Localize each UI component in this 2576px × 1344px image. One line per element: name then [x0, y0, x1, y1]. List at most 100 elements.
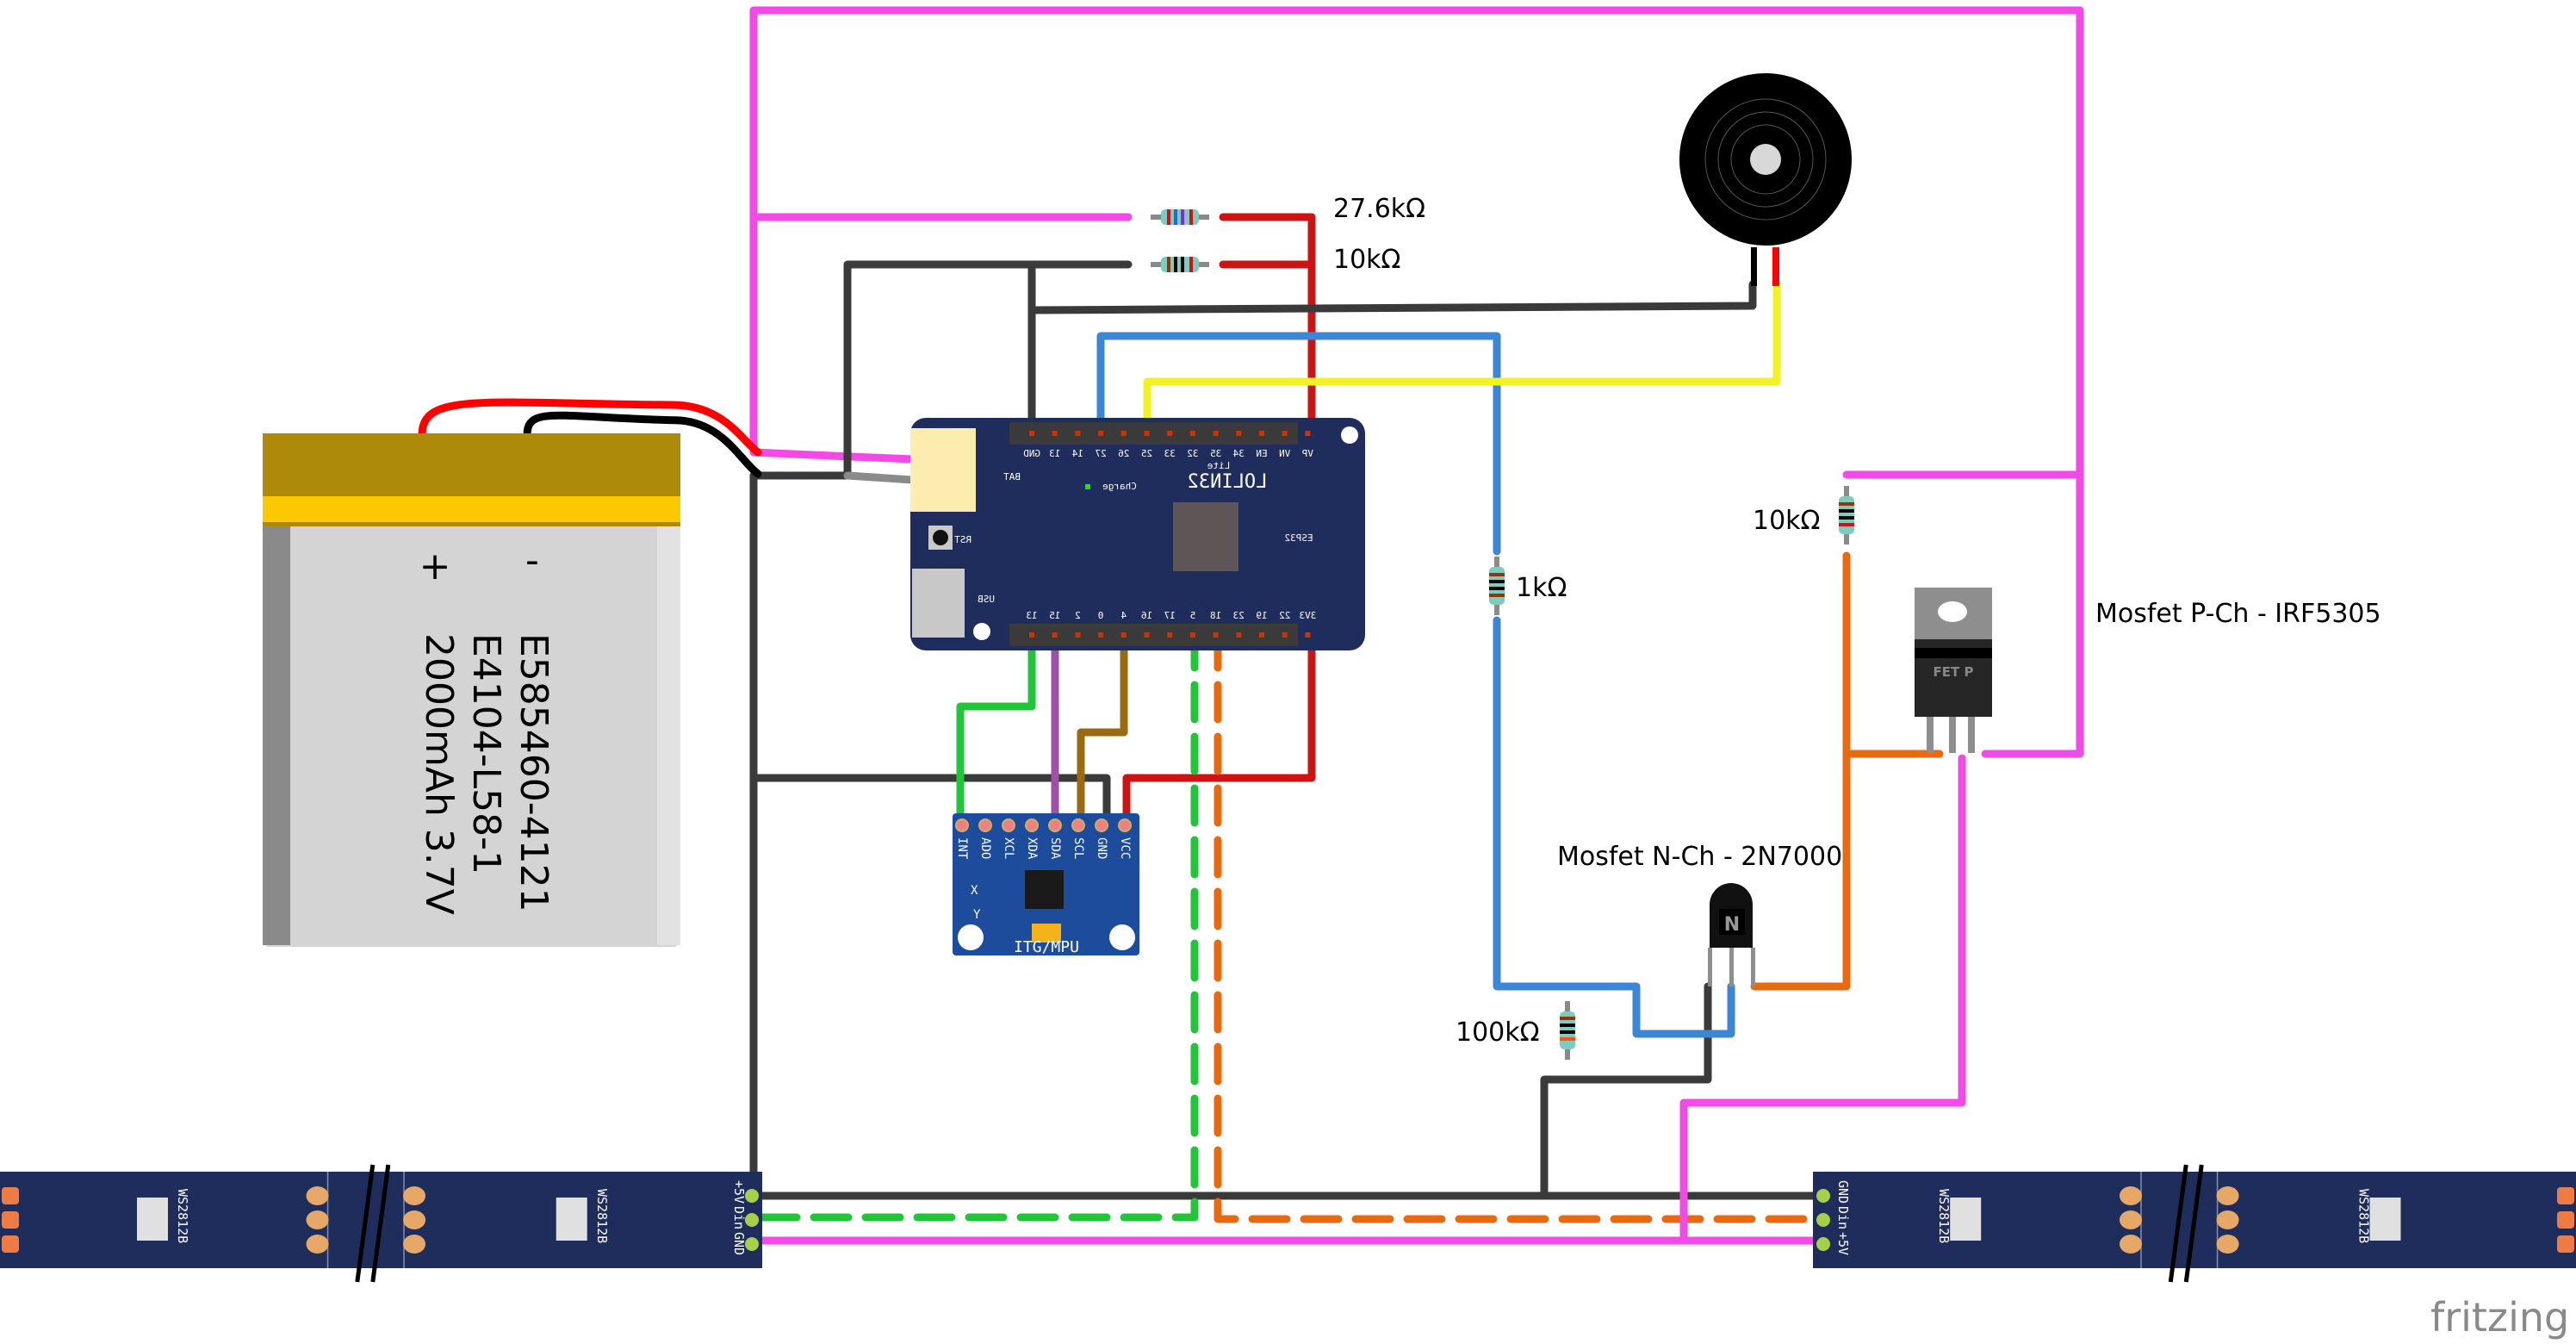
mpu-pin[interactable] — [1002, 818, 1015, 832]
esp32-top-pin[interactable] — [1259, 431, 1264, 436]
strip-connector-pin[interactable] — [745, 1189, 759, 1203]
rst-label: RST — [954, 534, 971, 545]
solder-pad — [2119, 1235, 2142, 1254]
resistor-10k-top[interactable] — [1151, 257, 1209, 272]
esp32-top-pin-label: 25 — [1141, 448, 1152, 459]
piezo-buzzer[interactable] — [1648, 73, 1882, 286]
esp32-top-pin-label: 27 — [1095, 448, 1106, 459]
strip-connector-pin[interactable] — [1816, 1189, 1830, 1203]
mpu-pin[interactable] — [955, 818, 969, 832]
mpu-pin[interactable] — [1095, 818, 1108, 832]
resistor-10k-pmos[interactable] — [1839, 486, 1854, 544]
strip-end-pad[interactable] — [2, 1211, 19, 1229]
esp32-bottom-pin[interactable] — [1029, 632, 1034, 638]
strip-connector-pin[interactable] — [1816, 1213, 1830, 1227]
wire-yellow-gpio25[interactable] — [1143, 280, 1781, 431]
mpu-pin[interactable] — [1048, 818, 1062, 832]
led-chip-label: WS2812B — [2356, 1189, 2372, 1243]
esp32-bottom-pin[interactable] — [1098, 632, 1104, 638]
esp32-bottom-pin[interactable] — [1120, 632, 1127, 638]
wire-brown-scl[interactable] — [1077, 629, 1128, 827]
esp32-top-pin[interactable] — [1167, 431, 1173, 436]
strip-pin-label: GND — [1835, 1180, 1851, 1204]
esp32-top-pin[interactable] — [1144, 431, 1150, 436]
strip-end-pad[interactable] — [2557, 1187, 2574, 1204]
mosfet-n-2n7000[interactable]: N — [1708, 883, 1755, 986]
esp32-top-pin[interactable] — [1189, 431, 1195, 436]
esp32-bottom-pin[interactable] — [1167, 632, 1173, 638]
esp32-top-pin[interactable] — [1282, 431, 1288, 436]
esp32-top-pin[interactable] — [1052, 431, 1058, 436]
esp32-bottom-pin[interactable] — [1259, 632, 1264, 638]
esp32-bottom-pin-label: 3V3 — [1299, 610, 1316, 621]
mpu-pin[interactable] — [1071, 818, 1085, 832]
fritzing-watermark: fritzing — [2430, 1294, 2569, 1341]
esp32-top-pin[interactable] — [1120, 431, 1127, 436]
label-mosfet-p: Mosfet P-Ch - IRF5305 — [2095, 599, 2381, 629]
mpu-pin[interactable] — [978, 818, 992, 832]
esp32-top-pin[interactable] — [1029, 431, 1034, 436]
esp32-bottom-pin-label: 17 — [1164, 610, 1176, 621]
wire-orange-pmos-gate[interactable] — [1750, 551, 1851, 991]
mosfet-p-irf5305[interactable]: FET P — [1915, 588, 1992, 753]
wire-blue-gate[interactable] — [1493, 616, 1735, 1038]
resistor-1k[interactable] — [1489, 557, 1505, 615]
esp32-top-pin-label: 13 — [1049, 448, 1060, 459]
esp32-bottom-pin[interactable] — [1213, 632, 1219, 638]
battery-plus-label: + — [419, 544, 451, 588]
wire-red-divider[interactable] — [1219, 213, 1316, 431]
strip-connector-pin[interactable] — [745, 1237, 759, 1251]
wire-green-gpio5-strip[interactable] — [749, 629, 1199, 1222]
esp32-bottom-pin[interactable] — [1282, 632, 1288, 638]
wire-orange-gpio18-strip[interactable] — [1214, 629, 1826, 1223]
strip-end-pad[interactable] — [2, 1187, 19, 1204]
wire-blue-gpio27[interactable] — [1096, 332, 1501, 556]
esp32-bottom-pin[interactable] — [1075, 632, 1081, 638]
mpu-pin[interactable] — [1025, 818, 1039, 832]
esp32-top-pin[interactable] — [1305, 431, 1311, 436]
esp32-bottom-pin[interactable] — [1144, 632, 1150, 638]
wire-green-int[interactable] — [956, 629, 1036, 827]
esp32-bottom-pin[interactable] — [1189, 632, 1195, 638]
esp32-bottom-pin[interactable] — [1305, 632, 1311, 638]
axis-x-label: X — [971, 884, 978, 898]
wire-magenta-top-loop[interactable] — [749, 6, 2084, 758]
esp32-top-pin[interactable] — [1213, 431, 1219, 436]
strip-pin-label: Din — [731, 1206, 747, 1229]
esp32-top-pin[interactable] — [1075, 431, 1081, 436]
esp32-board-name: LOLIN32 — [1188, 471, 1268, 493]
esp32-bottom-pin[interactable] — [1236, 632, 1242, 638]
resistor-100k[interactable] — [1560, 1001, 1575, 1060]
esp32-top-pin-label: 32 — [1187, 448, 1198, 459]
solder-pad — [306, 1235, 329, 1254]
wire-magenta-pmos-drain[interactable] — [1679, 754, 1966, 1245]
lipo-battery: + - E585460-4121 E4104-L58-1 2000mAh 3.7… — [263, 398, 762, 947]
esp32-top-pin[interactable] — [1098, 431, 1104, 436]
solder-pad — [2216, 1210, 2239, 1229]
led-chip — [1950, 1198, 1982, 1241]
mpu-pin[interactable] — [1118, 818, 1132, 832]
strip-end-pad[interactable] — [2557, 1211, 2574, 1229]
label-r4: 10kΩ — [1753, 506, 1820, 536]
mpu-pin-label: INT — [955, 837, 969, 860]
wire-black-buzzer[interactable] — [1027, 280, 1757, 314]
esp32-top-pin[interactable] — [1236, 431, 1242, 436]
esp32-bottom-pin[interactable] — [1052, 632, 1058, 638]
strip-connector-pin[interactable] — [745, 1213, 759, 1227]
wire-red-3v3[interactable] — [1122, 629, 1316, 827]
solder-pad — [2119, 1186, 2142, 1205]
strip-connector-pin[interactable] — [1816, 1237, 1830, 1251]
esp32-chip-label: ESP32 — [1284, 532, 1313, 544]
solder-pad — [306, 1210, 329, 1229]
wire-black-mpu-gnd[interactable] — [749, 774, 1111, 827]
led-chip — [137, 1198, 168, 1241]
strip-end-pad[interactable] — [2557, 1235, 2574, 1253]
resistor-27k6[interactable] — [1151, 209, 1209, 225]
solder-pad — [2119, 1210, 2142, 1229]
strip-end-pad[interactable] — [2, 1235, 19, 1253]
